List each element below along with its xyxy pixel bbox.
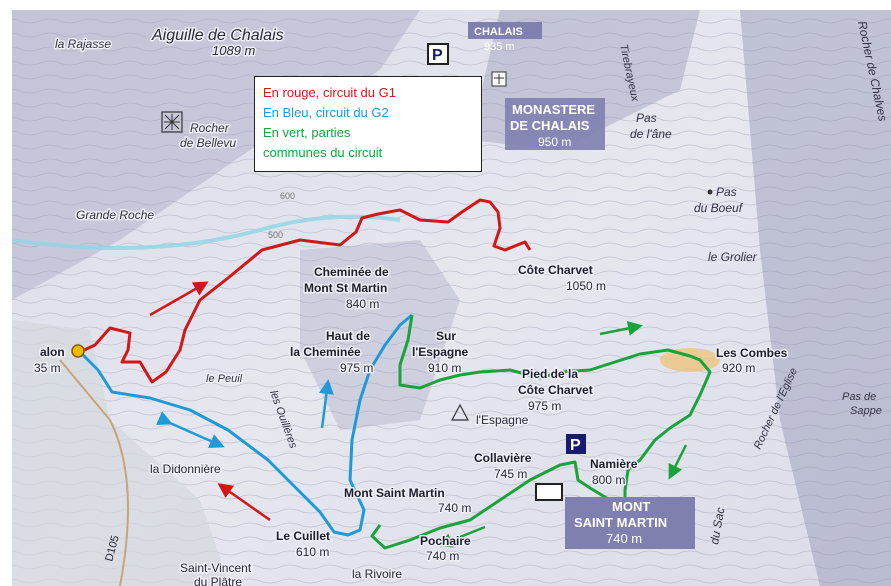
label-badge-alt: 740 m xyxy=(606,531,642,546)
arrow-red-north xyxy=(149,281,209,317)
chalais-badge xyxy=(468,22,542,39)
legend-line-green-1: En vert, parties xyxy=(263,125,351,140)
arrow-green-west xyxy=(437,525,486,548)
label-mont-st-martin-alt: 740 m xyxy=(438,501,471,515)
legend-box: En rouge, circuit du G1 En Bleu, circuit… xyxy=(254,76,482,172)
monastere-badge xyxy=(505,98,605,150)
label-chalais-alt: 935 m xyxy=(484,41,515,53)
label-cuillet-alt: 610 m xyxy=(296,545,329,559)
label-contour-500: 500 xyxy=(268,230,283,240)
route-g2-blue xyxy=(78,313,413,537)
label-aiguille-alt: 1089 m xyxy=(212,43,256,58)
route-common-green-east xyxy=(398,314,712,512)
arrow-red-south xyxy=(217,483,271,522)
label-pas-sappey-2: Sappe xyxy=(850,405,882,417)
label-rivoire: la Rivoire xyxy=(352,567,402,581)
label-combes: Les Combes xyxy=(716,346,788,360)
label-pied-alt: 975 m xyxy=(528,399,561,413)
stream xyxy=(12,214,401,250)
label-start-alt: 35 m xyxy=(34,361,61,375)
label-mont-st-martin: Mont Saint Martin xyxy=(344,486,445,500)
label-aiguille: Aiguille de Chalais xyxy=(151,27,284,44)
label-collaviere: Collavière xyxy=(474,451,532,465)
start-point-marker xyxy=(71,344,85,358)
label-pas-boeuf-1: Pas xyxy=(716,185,737,199)
label-sur-alt: 910 m xyxy=(428,361,461,375)
label-espagne: l'Espagne xyxy=(476,413,529,427)
label-namiere: Namière xyxy=(590,457,638,471)
label-contour-600: 600 xyxy=(280,191,295,201)
label-haut-1: Haut de xyxy=(326,329,370,343)
label-pas-sappey-1: Pas de xyxy=(842,391,876,403)
label-cheminee-alt: 840 m xyxy=(346,297,379,311)
signpost-icon xyxy=(535,483,563,501)
legend-line-red: En rouge, circuit du G1 xyxy=(263,85,396,100)
shaded-slope-east xyxy=(740,10,891,586)
parking-icon-chalais-label: P xyxy=(432,47,443,64)
label-pas-ane-2: de l'âne xyxy=(630,127,672,141)
label-cheminee-1: Cheminée de xyxy=(314,265,389,279)
label-st-vincent-2: du Plâtre xyxy=(194,575,242,586)
route-common-green-south xyxy=(370,460,626,550)
viewpoint-icon xyxy=(161,111,183,133)
arrow-green-south xyxy=(668,444,688,480)
arrow-blue-north xyxy=(319,379,334,429)
label-didonniere: la Didonnière xyxy=(150,462,221,476)
warning-triangle-icon xyxy=(451,403,469,421)
label-badge-1: MONT xyxy=(612,499,650,514)
label-sur-1: Sur xyxy=(436,329,456,343)
label-cheminee-2: Mont St Martin xyxy=(304,281,387,295)
label-pied-1: Pied de la xyxy=(522,367,578,381)
label-namiere-alt: 800 m xyxy=(592,473,625,487)
label-sac: du Sac xyxy=(707,506,727,545)
legend-line-green-2: communes du circuit xyxy=(263,145,383,160)
label-collaviere-alt: 745 m xyxy=(494,467,527,481)
label-rocher-bellevue-2: de Bellevu xyxy=(180,136,236,150)
label-monastere-1: MONASTERE xyxy=(512,102,595,117)
label-st-vincent-1: Saint-Vincent xyxy=(180,561,252,575)
legend-line-blue: En Bleu, circuit du G2 xyxy=(263,105,389,120)
pas-du-boeuf-dot xyxy=(707,189,713,195)
label-grande-roche: Grande Roche xyxy=(76,208,154,222)
label-monastere-alt: 950 m xyxy=(538,135,571,149)
label-pas-ane-1: Pas xyxy=(636,111,657,125)
label-pas-boeuf-2: du Boeuf xyxy=(694,201,744,215)
label-sur-2: l'Espagne xyxy=(412,345,469,359)
label-pied-2: Côte Charvet xyxy=(518,383,593,397)
monastery-cross-icon xyxy=(491,71,507,87)
label-start: alon xyxy=(40,345,65,359)
label-pochaire-alt: 740 m xyxy=(426,549,459,563)
arrow-blue-double xyxy=(155,411,225,449)
label-combes-alt: 920 m xyxy=(722,361,755,375)
label-monastere-2: DE CHALAIS xyxy=(510,118,590,133)
parking-icon-collaviere xyxy=(566,434,586,454)
label-pochaire: Pochaire xyxy=(420,534,471,548)
label-cote-charvet-alt: 1050 m xyxy=(566,279,606,293)
arrow-green-east xyxy=(599,320,643,336)
road-line xyxy=(59,359,129,586)
parking-icon-collaviere-label: P xyxy=(570,437,581,454)
map-canvas: P P Aiguille de Chalais 1089 m la Rajass… xyxy=(12,10,891,586)
parking-icon-chalais xyxy=(427,43,449,65)
label-haut-alt: 975 m xyxy=(340,361,373,375)
map-frame: P P Aiguille de Chalais 1089 m la Rajass… xyxy=(12,10,891,586)
route-g1-red xyxy=(79,198,532,384)
label-cuillet: Le Cuillet xyxy=(276,529,330,543)
label-cote-charvet: Côte Charvet xyxy=(518,263,593,277)
label-rocher-bellevue-1: Rocher xyxy=(190,121,230,135)
label-badge-2: SAINT MARTIN xyxy=(574,515,667,530)
shaded-slope-center xyxy=(300,240,460,430)
label-grolier: le Grolier xyxy=(708,250,758,264)
label-peuil: le Peuil xyxy=(206,373,243,385)
label-rajasse: la Rajasse xyxy=(55,37,111,51)
label-haut-2: la Cheminée xyxy=(290,345,361,359)
label-chalais: CHALAIS xyxy=(474,26,523,38)
mont-saint-martin-badge xyxy=(565,497,695,549)
